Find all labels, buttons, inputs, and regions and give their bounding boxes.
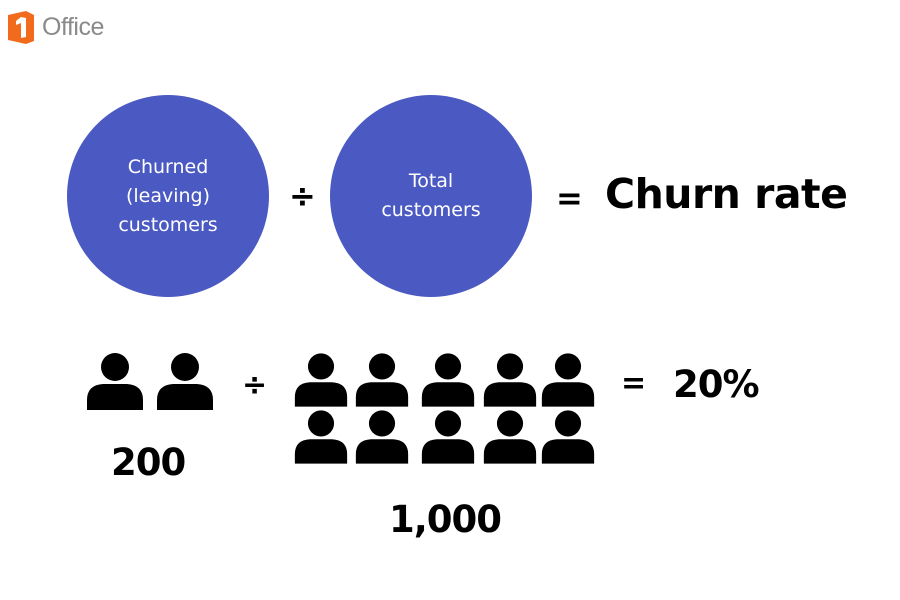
office-logo-icon: [8, 11, 34, 44]
person-icon: [157, 353, 213, 410]
person-icon: [294, 410, 348, 464]
churn-rate-label: Churn rate: [605, 170, 848, 218]
churned-customers-circle: Churned (leaving) customers: [67, 95, 269, 297]
person-icon: [541, 353, 595, 407]
person-icon: [355, 353, 409, 407]
example-equals-sign: =: [621, 366, 647, 401]
churn-rate-result: 20%: [673, 363, 760, 406]
divide-sign: ÷: [289, 177, 316, 215]
person-icon: [294, 353, 348, 407]
office-logo: Office: [6, 10, 104, 44]
person-icon: [483, 353, 537, 407]
person-icon: [355, 410, 409, 464]
person-icon: [421, 353, 475, 407]
person-icon: [541, 410, 595, 464]
person-icon: [421, 410, 475, 464]
total-customers-circle: Total customers: [330, 95, 532, 297]
person-icon: [483, 410, 537, 464]
equals-sign: =: [556, 179, 583, 217]
person-icon: [87, 353, 143, 410]
total-customers-label: Total customers: [381, 170, 481, 221]
churned-customers-label: Churned (leaving) customers: [118, 155, 218, 236]
office-logo-text: Office: [42, 12, 104, 41]
example-divide-sign: ÷: [242, 368, 268, 403]
churned-count: 200: [111, 441, 186, 484]
total-count: 1,000: [389, 498, 502, 541]
